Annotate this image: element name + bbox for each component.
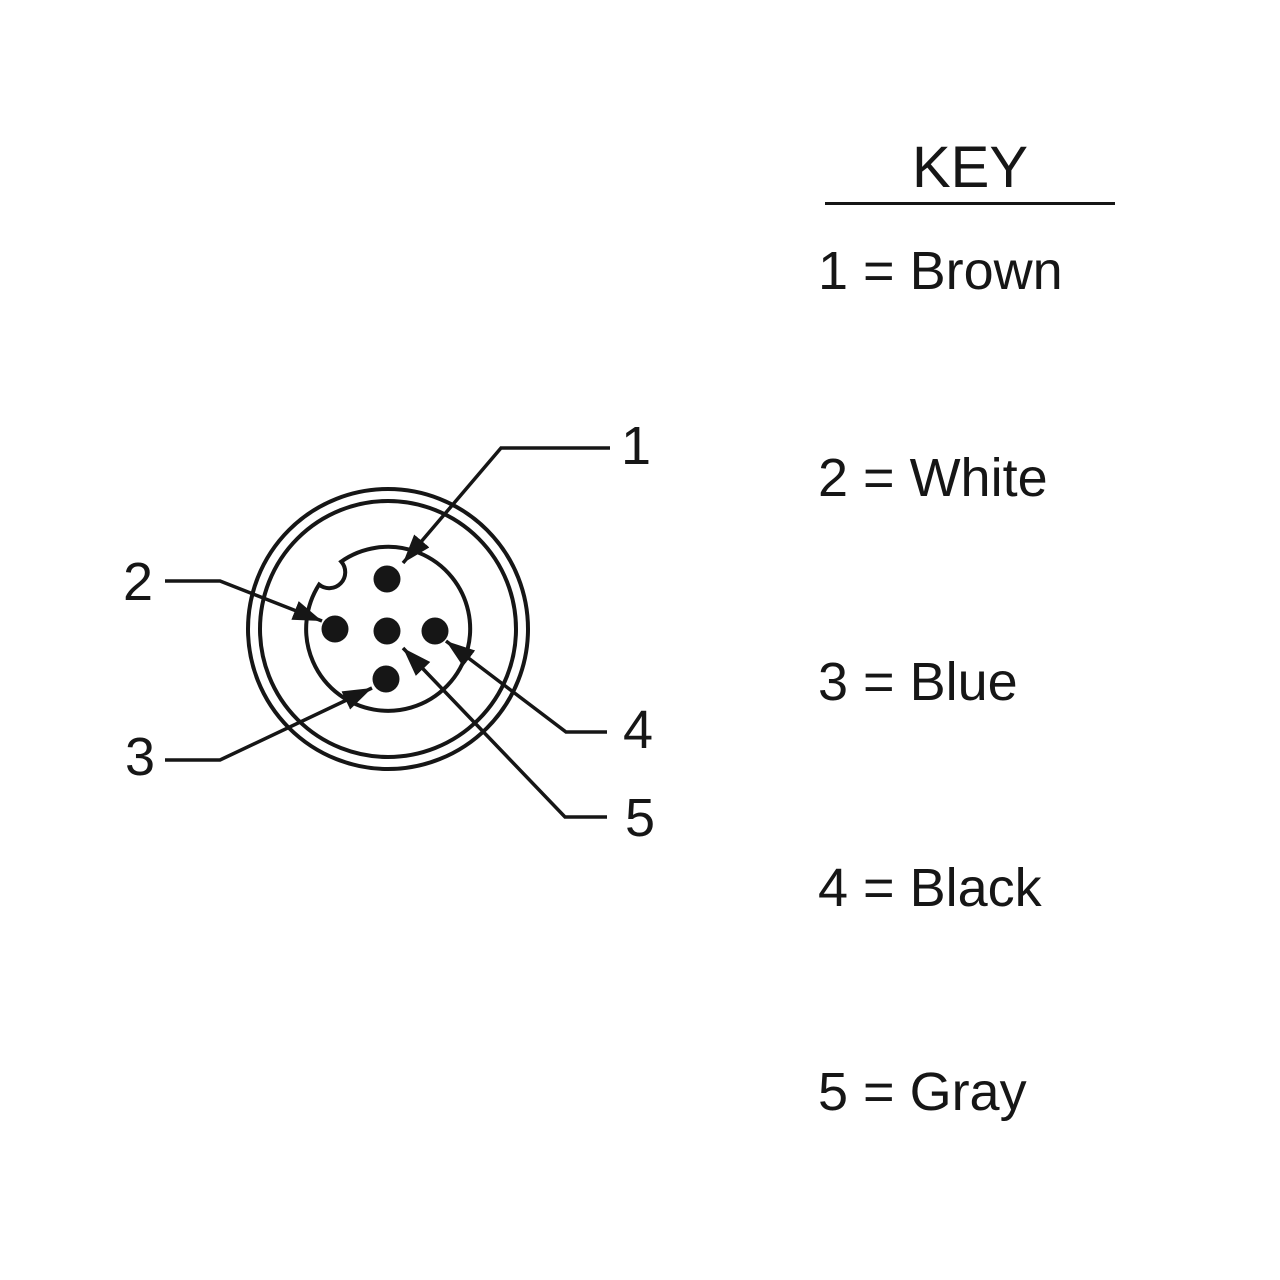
outer-ring: [246, 487, 530, 771]
pin-3-label: 3: [124, 727, 156, 787]
pin-housing-with-keyway-notch: [304, 544, 473, 713]
key-title-underline: [825, 202, 1115, 205]
pin-4-label: 4: [622, 700, 654, 760]
pin-3-leader-line: [165, 686, 373, 762]
key-title: KEY: [911, 135, 1029, 200]
key-entry-3: 3 = Blue: [818, 652, 1018, 712]
pin-5-leader-line: [401, 646, 607, 819]
pin-1-contact: [373, 565, 401, 593]
pin-1-label: 1: [620, 416, 652, 476]
key-entry-4: 4 = Black: [818, 858, 1042, 918]
key-entry-5: 5 = Gray: [818, 1062, 1027, 1122]
pin-2-label: 2: [122, 552, 154, 612]
pin-4-leader-line: [444, 639, 607, 734]
pin-1-leader-line: [401, 446, 610, 565]
pin-3-contact: [372, 665, 400, 693]
middle-ring: [258, 499, 518, 759]
key-entry-1: 1 = Brown: [818, 241, 1063, 301]
pin-2-leader-line: [165, 579, 323, 623]
pin-5-contact: [373, 617, 401, 645]
pin-4-contact: [421, 617, 449, 645]
pin-5-label: 5: [624, 788, 656, 848]
pin-2-contact: [321, 615, 349, 643]
key-entry-2: 2 = White: [818, 448, 1048, 508]
